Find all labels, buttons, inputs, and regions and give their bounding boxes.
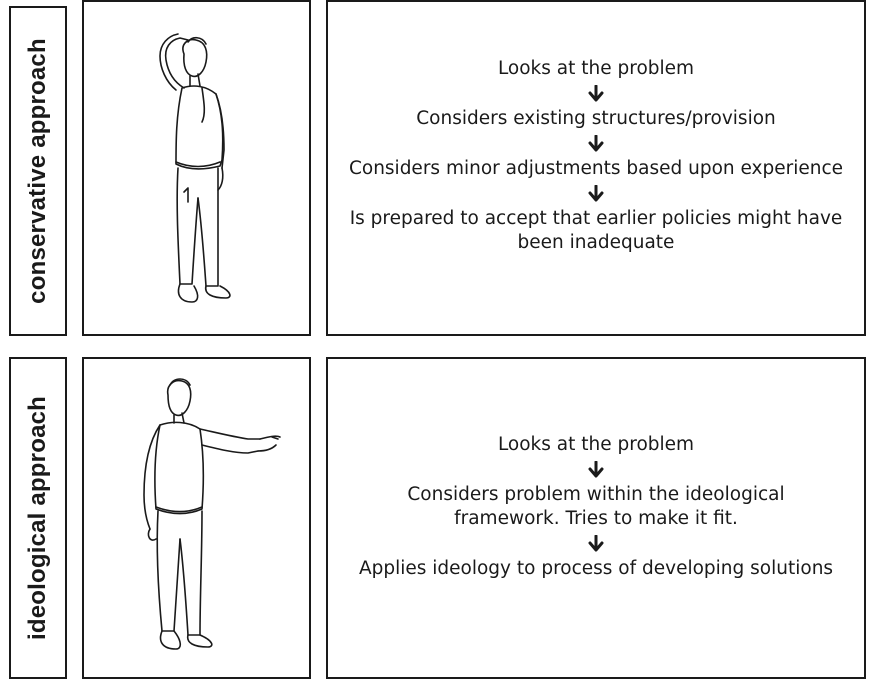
flow-step: Looks at the problem xyxy=(497,434,695,455)
ideological-flow: Looks at the problem Considers problem w… xyxy=(328,433,864,581)
flow-step: Considers problem within the ideological… xyxy=(407,484,785,529)
flow-step: Is prepared to accept that earlier polic… xyxy=(349,208,843,253)
arrow-down-icon xyxy=(588,185,604,202)
man-pointing-illustration xyxy=(143,378,281,650)
ideological-flow-box: Looks at the problem Considers problem w… xyxy=(326,357,866,679)
arrow-down-icon xyxy=(588,135,604,152)
arrow-down-icon xyxy=(588,535,604,552)
conservative-approach-label: conservative approach xyxy=(24,38,51,304)
flow-step: Applies ideology to process of developin… xyxy=(358,558,834,579)
arrow-down-icon xyxy=(588,85,604,102)
arrow-down-icon xyxy=(588,461,604,478)
ideological-figure-box xyxy=(82,357,311,679)
conservative-flow: Looks at the problem Considers existing … xyxy=(328,57,864,255)
conservative-flow-box: Looks at the problem Considers existing … xyxy=(326,0,866,336)
ideological-approach-label: ideological approach xyxy=(24,395,51,641)
conservative-figure-box xyxy=(82,0,311,336)
flow-step: Looks at the problem xyxy=(497,58,695,79)
conservative-label-box: conservative approach xyxy=(9,6,67,336)
flow-step: Considers minor adjustments based upon e… xyxy=(348,158,844,179)
man-scratching-head-illustration xyxy=(159,33,231,303)
ideological-label-box: ideological approach xyxy=(9,357,67,679)
flow-step: Considers existing structures/provision xyxy=(416,108,776,129)
